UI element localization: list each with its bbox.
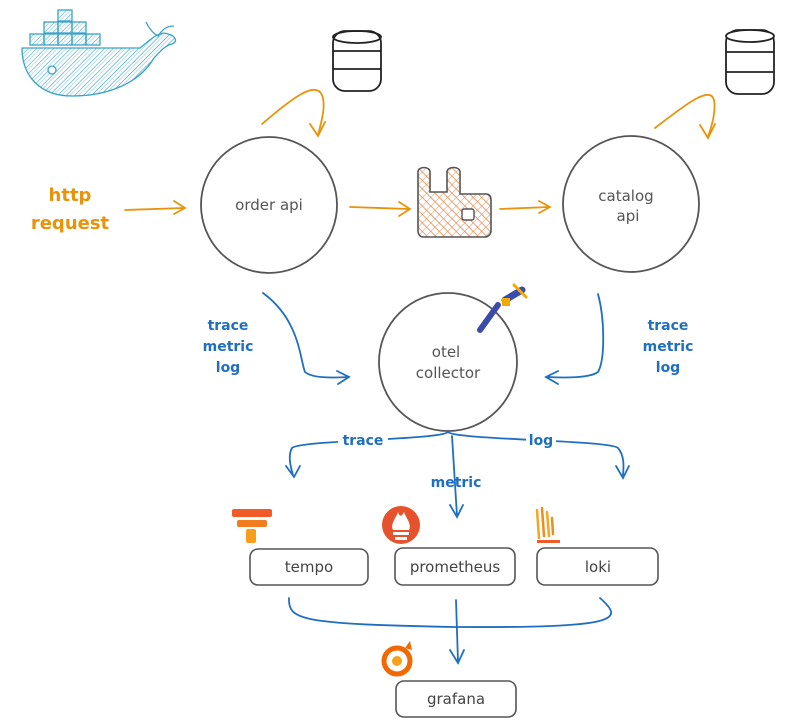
signals-left-trace: trace [208, 318, 249, 334]
edge-metric-label: metric [431, 475, 482, 491]
rabbitmq-icon [417, 166, 492, 238]
http-request-label-1: http [49, 185, 92, 206]
catalog-api-label-2: api [617, 207, 640, 225]
docker-whale-icon [21, 9, 177, 97]
telemetry-arrows-in [262, 292, 605, 385]
node-circles [200, 135, 700, 432]
telemetry-arrows-out [285, 431, 630, 519]
loki-icon [535, 506, 560, 543]
catalog-api-label-1: catalog [598, 187, 653, 205]
grafana-label: grafana [427, 690, 485, 708]
loki-label: loki [585, 558, 611, 576]
signals-left-metric: metric [203, 339, 254, 355]
signals-right-trace: trace [648, 318, 689, 334]
order-api-label: order api [235, 196, 303, 214]
tempo-icon [232, 509, 272, 543]
grafana-icon [381, 641, 413, 677]
database-icon [725, 29, 775, 95]
prometheus-label: prometheus [410, 558, 501, 576]
edge-trace-label: trace [343, 433, 384, 449]
otel-collector-label-1: otel [432, 343, 460, 361]
backend-boxes [249, 547, 659, 718]
database-icon [332, 30, 382, 92]
signals-left-log: log [216, 360, 240, 376]
signals-right-metric: metric [643, 339, 694, 355]
prometheus-icon [382, 506, 420, 544]
grafana-arrows [288, 597, 613, 665]
edge-log-label: log [529, 433, 553, 449]
flow-arrows [124, 200, 552, 217]
telescope-icon [477, 283, 528, 333]
tempo-label: tempo [285, 558, 333, 576]
otel-collector-label-2: collector [416, 364, 481, 382]
db-loop-arrows [261, 89, 716, 140]
http-request-label-2: request [31, 213, 110, 234]
signals-right-log: log [656, 360, 680, 376]
